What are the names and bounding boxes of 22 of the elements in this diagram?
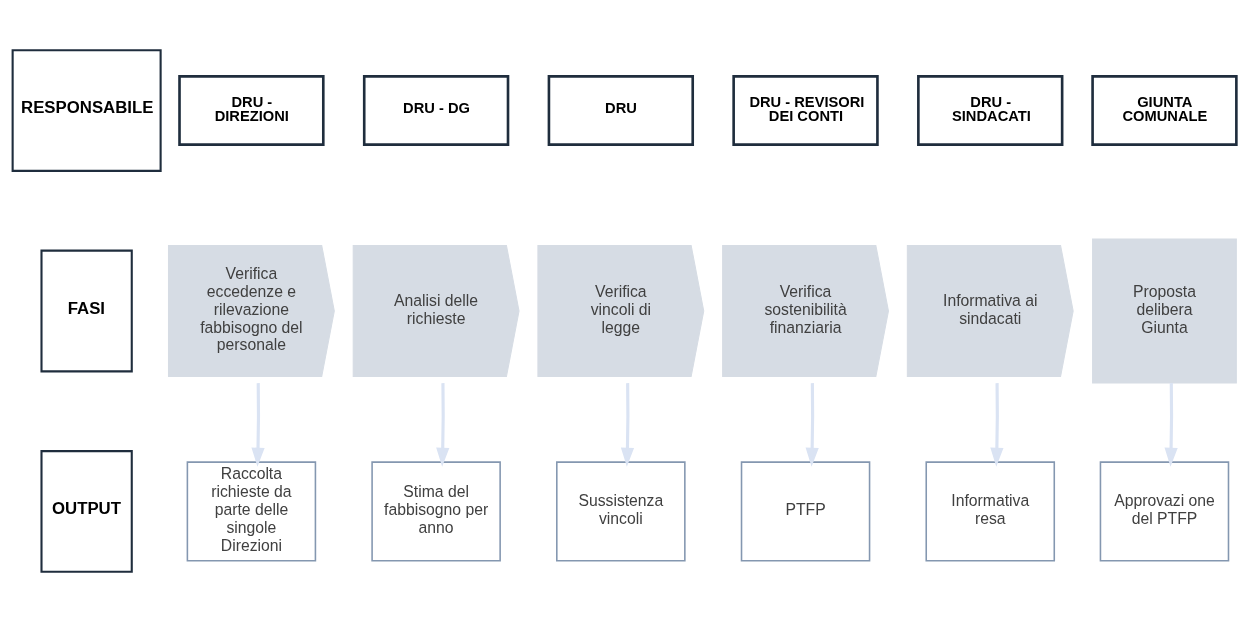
arrow (1164, 383, 1178, 467)
node-box: Proposta delibera Giunta (1092, 238, 1237, 384)
node-box: DRU - DIREZIONI (178, 75, 325, 146)
node-box: FASI (40, 249, 133, 373)
node-box: Sussistenza vincoli (556, 461, 686, 562)
node-box: Stima del fabbisogno per anno (371, 461, 501, 562)
node-box: DRU - DG (362, 75, 510, 146)
arrow (805, 383, 819, 467)
arrow (251, 383, 265, 467)
arrow (990, 383, 1004, 467)
node-box: DRU (547, 75, 695, 146)
node-box: RESPONSABILE (11, 49, 162, 172)
node-box: PTFP (740, 461, 871, 562)
node-box: GIUNTA COMUNALE (1091, 75, 1238, 146)
arrow (436, 383, 450, 467)
node-box: Informativa resa (925, 461, 1056, 562)
node-box: DRU - REVISORI DEI CONTI (732, 75, 879, 146)
arrow (620, 383, 635, 467)
node-box: DRU - SINDACATI (917, 75, 1064, 146)
node-box: Approvazi one del PTFP (1099, 461, 1230, 562)
node-box: OUTPUT (40, 450, 133, 573)
node-box: Raccolta richieste da parte delle singole Direzioni (186, 461, 317, 562)
